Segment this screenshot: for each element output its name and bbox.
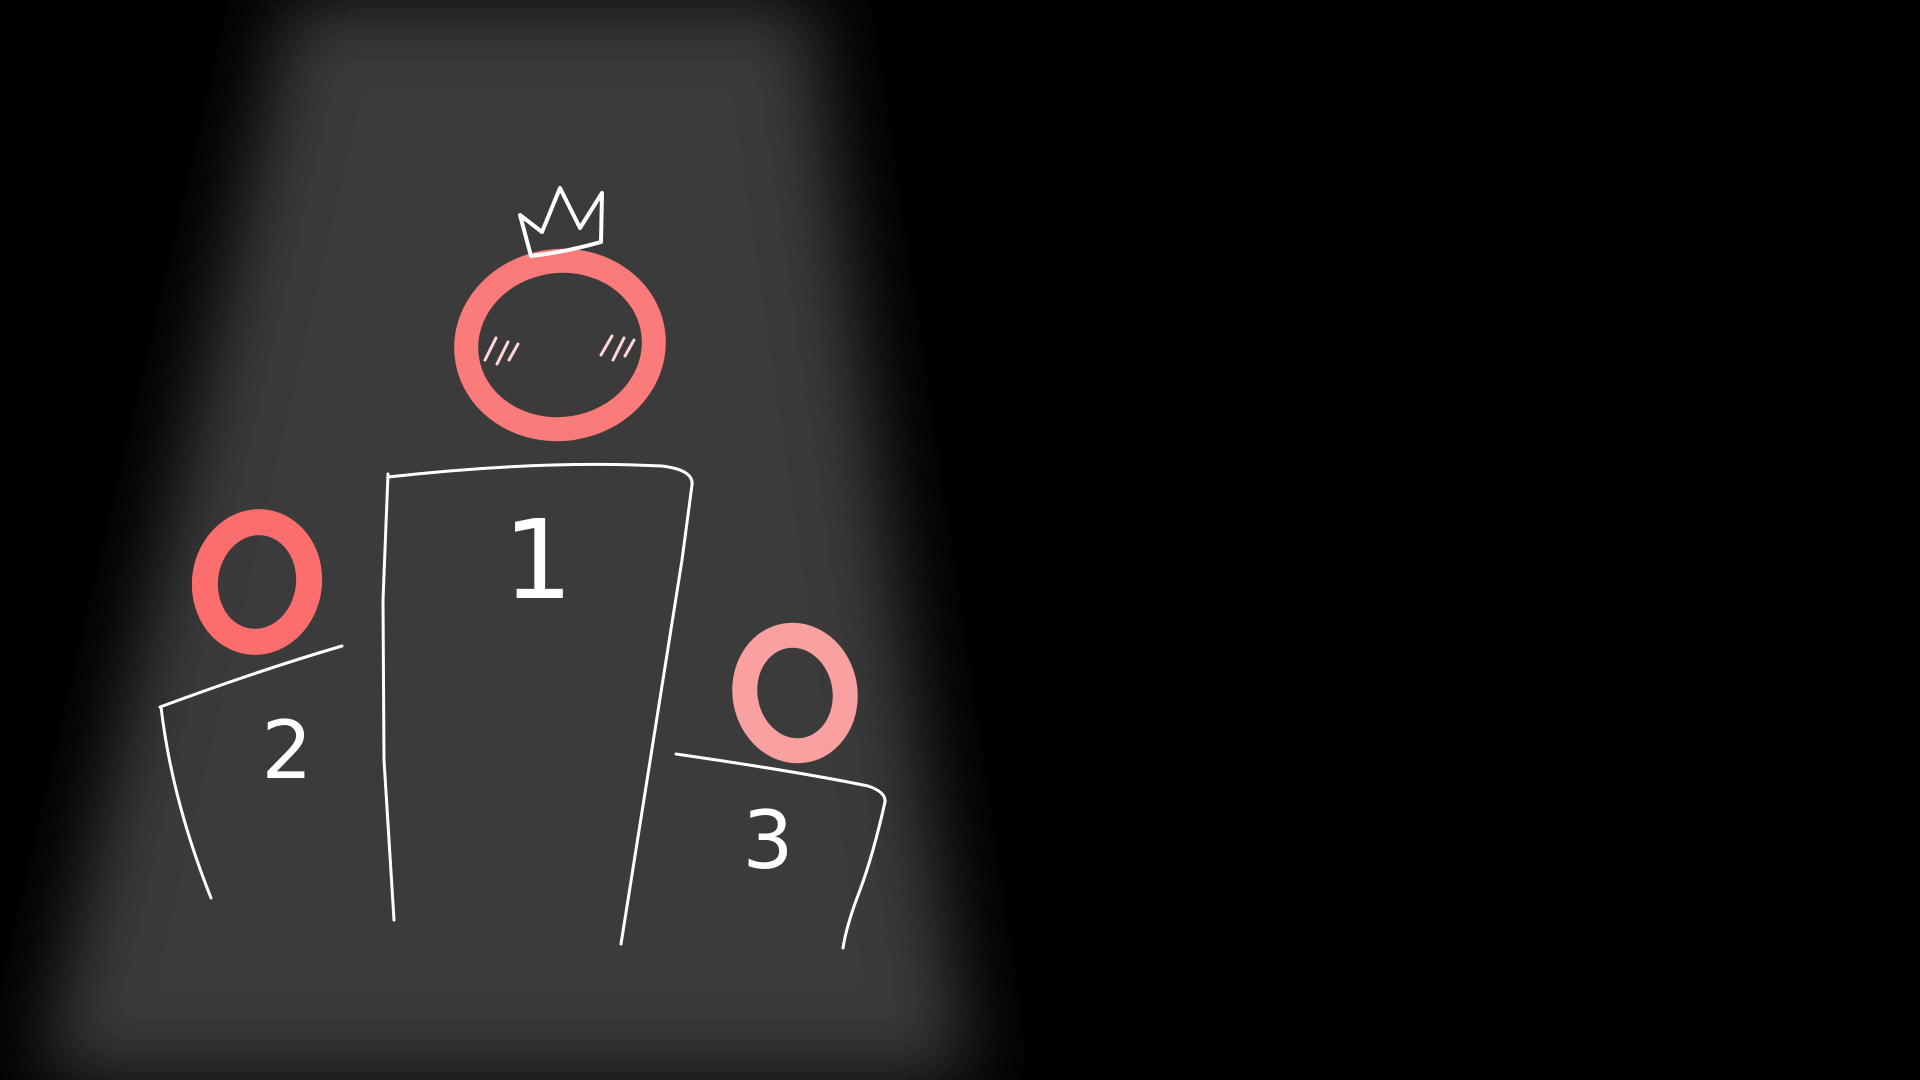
first-place-label: 1 (503, 496, 573, 624)
first-place-head-icon (454, 248, 666, 442)
second-place-head-icon (191, 509, 323, 655)
second-place-podium-icon (158, 644, 344, 900)
crown-icon (518, 186, 604, 258)
third-place-podium-icon (674, 752, 887, 950)
spotlight-cone (40, 0, 970, 1080)
third-place-label: 3 (743, 794, 794, 887)
second-place-label: 2 (262, 704, 313, 797)
third-place-head-icon (732, 622, 858, 764)
blush-marks-icon (483, 334, 636, 366)
first-place-podium-icon (381, 462, 694, 946)
